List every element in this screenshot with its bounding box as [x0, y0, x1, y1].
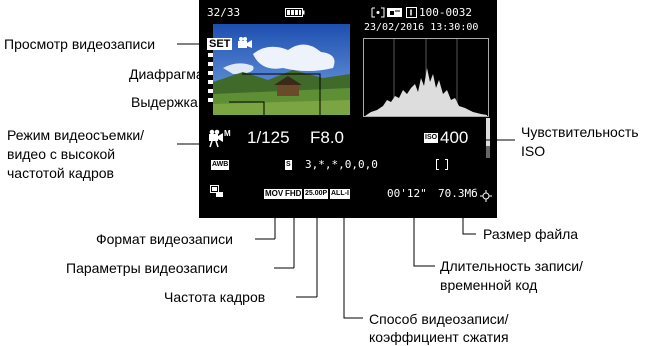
shutter-speed-value: 1/125	[247, 128, 290, 147]
label-movie-mode-1: Режим видеосъемки/	[7, 127, 145, 143]
folder-file-number: 100-0032	[419, 6, 472, 19]
fhd-size-icon: FHD	[284, 189, 303, 199]
aperture-value: F8.0	[310, 128, 345, 147]
label-duration-1: Длительность записи/	[440, 258, 583, 274]
compression-icon: ALL-I	[330, 189, 350, 199]
movie-mode-icon: M	[209, 129, 231, 148]
label-method-2: коэффициент сжатия	[369, 329, 509, 345]
movie-camera-icon	[238, 37, 252, 48]
histogram	[363, 38, 489, 117]
iso-value: 400	[440, 128, 469, 147]
scroll-thumb	[486, 118, 490, 146]
label-video-playback: Просмотр видеозаписи	[4, 36, 156, 52]
mov-format-icon: MOV	[264, 189, 285, 199]
label-shutter: Выдержка	[131, 94, 198, 110]
label-aperture: Диафрагма	[129, 66, 204, 82]
label-iso-2: ISO	[521, 143, 546, 159]
iso-icon: ISO	[424, 133, 439, 143]
picture-style-settings: 3,*,*,0,0,0	[305, 158, 378, 171]
svg-text:M: M	[224, 129, 231, 138]
card-icon	[406, 7, 417, 18]
label-params: Параметры видеозаписи	[66, 260, 228, 276]
gps-icon	[480, 190, 492, 202]
label-movie-mode-3: частотой кадров	[7, 165, 114, 181]
label-iso-1: Чувствительность	[521, 124, 639, 140]
image-counter: 32/33	[207, 6, 241, 19]
set-button: SET	[207, 38, 233, 50]
label-file-size: Размер файла	[483, 226, 579, 242]
recording-time: 00'12"	[387, 187, 427, 200]
label-method-1: Способ видеозаписи/	[369, 311, 509, 327]
date-time: 23/02/2016 13:30:00	[364, 22, 479, 33]
label-duration-2: временной код	[440, 277, 538, 293]
frame-rate-icon: 25.00P	[304, 189, 329, 199]
aspect-frame-icon	[436, 159, 448, 170]
label-frame-rate: Частота кадров	[164, 289, 266, 305]
camera-screen: SET 32/33 100-0032 23/0	[199, 0, 497, 218]
label-format: Формат видеозаписи	[96, 231, 233, 247]
protect-rating-icon	[371, 7, 402, 18]
picture-style-icon: S	[285, 160, 292, 170]
battery-icon	[285, 8, 305, 17]
video-thumbnail	[213, 24, 350, 115]
quality-icon	[210, 185, 223, 197]
file-size: 70.3Мб	[438, 187, 478, 200]
label-movie-mode-2: видео с высокой	[7, 146, 116, 162]
white-balance-icon: AWB	[211, 160, 230, 170]
